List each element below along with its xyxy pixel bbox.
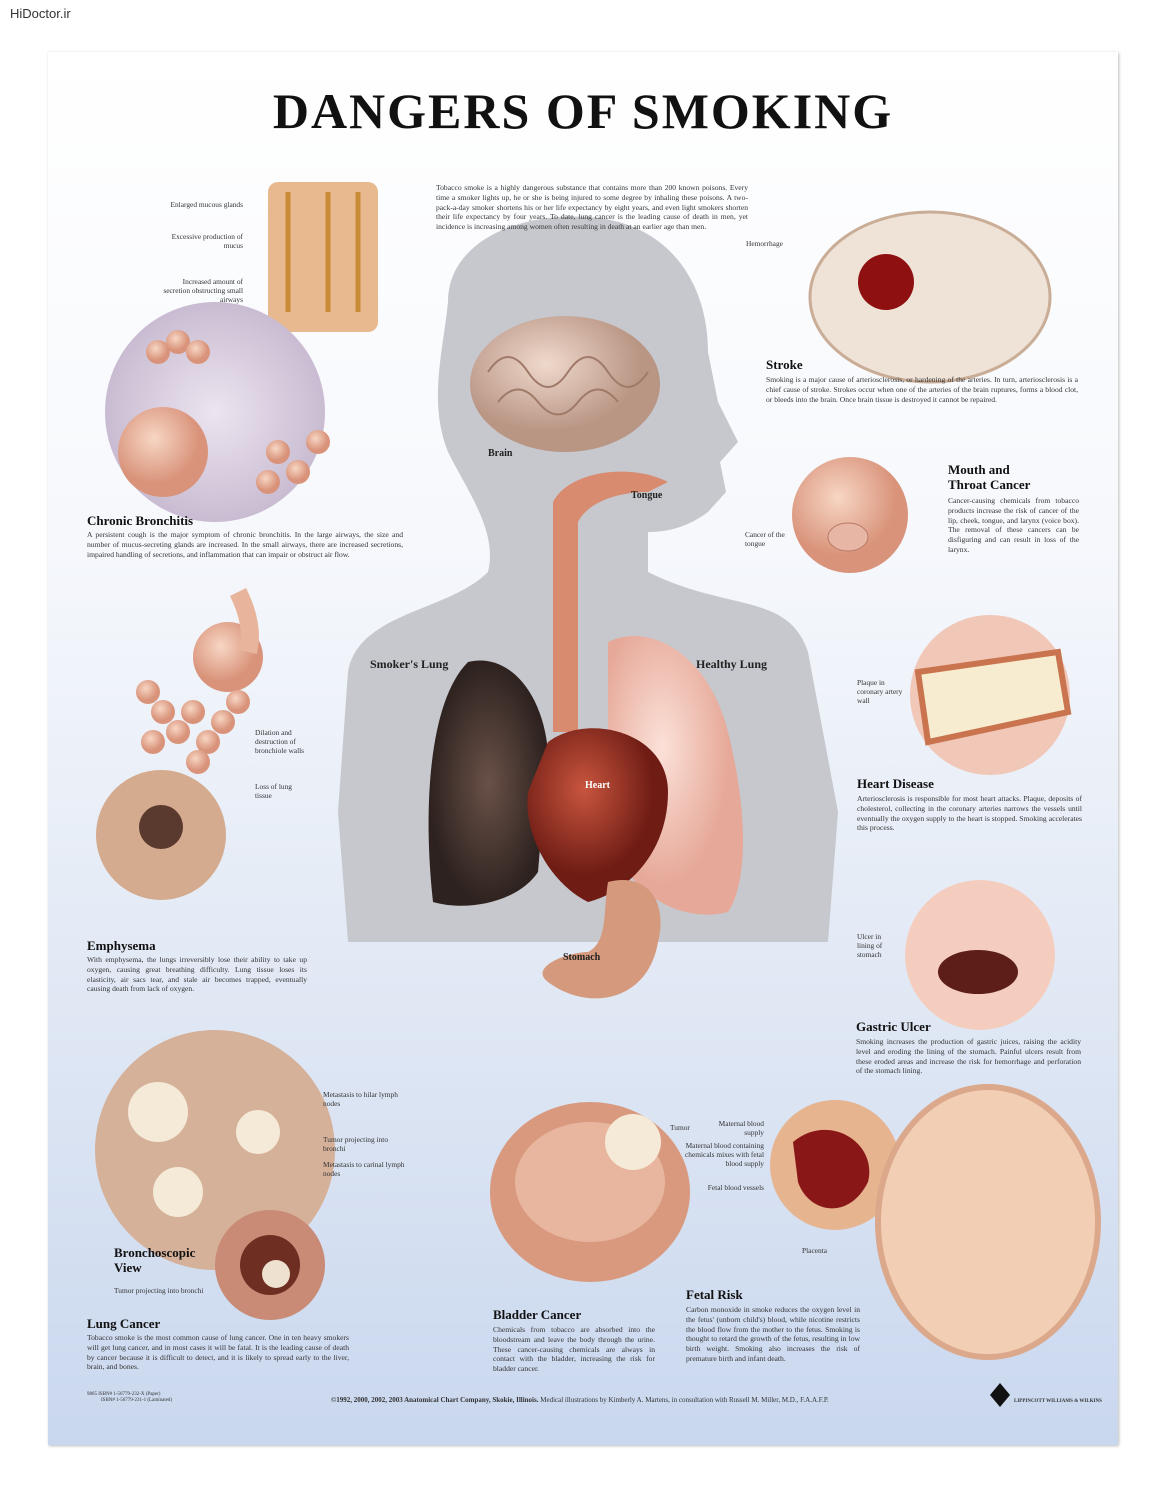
isbn-info: 9865 ISBN# 1-56779-232-X (Paper)ISBN# 1-… [87, 1392, 172, 1404]
label-loss-tissue: Loss of lung tissue [255, 782, 292, 800]
heading-mouth-line1: Mouth and [948, 462, 1010, 477]
label-dilation: Dilation and destruction of bronchiole w… [255, 728, 305, 755]
label-plaque: Plaque in coronary artery wall [857, 678, 903, 705]
heading-lung-cancer: Lung Cancer [87, 1316, 161, 1331]
label-smokers-lung: Smoker's Lung [370, 657, 449, 671]
heart-illustration [527, 728, 668, 902]
label-tongue-cancer: Cancer of the tongue [745, 530, 785, 548]
text-chronic-bronchitis: A persistent cough is the major symptom … [87, 530, 403, 559]
airway-section-illustration [268, 182, 378, 332]
label-excess-mucus: Excessive production of mucus [171, 232, 243, 250]
poster: DANGERS OF SMOKING Tobacco smoke is a hi… [48, 52, 1118, 1445]
text-fetal-risk: Carbon monoxide in smoke reduces the oxy… [686, 1305, 860, 1363]
text-heart-disease: Arteriosclerosis is responsible for most… [857, 794, 1082, 833]
text-emphysema: With emphysema, the lungs irreversibly l… [87, 955, 307, 994]
publisher-name: LIPPINCOTT WILLIAMS & WILKINS [1014, 1399, 1102, 1404]
stomach-illustration [542, 880, 661, 999]
publisher-logo-icon [990, 1383, 1010, 1407]
label-hemorrhage: Hemorrhage [746, 239, 783, 248]
heading-emphysema: Emphysema [87, 938, 156, 953]
illustration-credits: Medical illustrations by Kimberly A. Mar… [540, 1396, 829, 1404]
heading-bronchoscopic-line2: View [114, 1260, 142, 1275]
watermark: HiDoctor.ir [10, 6, 71, 21]
text-bladder-cancer: Chemicals from tobacco are absorbed into… [493, 1325, 655, 1374]
mouth-cancer-circle [792, 457, 908, 573]
fetus-illustration [875, 1084, 1101, 1360]
footer-credits: ©1992, 2000, 2002, 2003 Anatomical Chart… [331, 1396, 829, 1405]
label-hilar: Metastasis to hilar lymph nodes [323, 1090, 398, 1108]
copyright: ©1992, 2000, 2002, 2003 Anatomical Chart… [331, 1396, 539, 1404]
label-placenta: Placenta [802, 1246, 828, 1255]
label-brain: Brain [488, 448, 513, 459]
brain-illustration [470, 316, 660, 452]
label-tumor: Tumor [670, 1123, 690, 1132]
heading-mouth-line2: Throat Cancer [948, 477, 1031, 492]
heading-bronchoscopic-line1: Bronchoscopic [114, 1245, 196, 1260]
text-lung-cancer: Tobacco smoke is the most common cause o… [87, 1333, 349, 1372]
heading-stroke: Stroke [766, 357, 803, 372]
illustrations [95, 182, 1101, 1407]
stroke-brain-illustration [808, 210, 1052, 384]
text-gastric-ulcer: Smoking increases the production of gast… [856, 1037, 1081, 1076]
smokers-lung-illustration [428, 660, 548, 906]
bronchoscopic-caption: Tumor projecting into bronchi [114, 1286, 204, 1295]
heading-fetal-risk: Fetal Risk [686, 1287, 743, 1302]
heading-chronic-bronchitis: Chronic Bronchitis [87, 513, 194, 528]
label-carinal: Metastasis to carinal lymph nodes [323, 1160, 405, 1178]
label-ulcer: Ulcer in lining of stomach [857, 932, 883, 959]
trachea-illustration [553, 471, 668, 732]
heading-bladder-cancer: Bladder Cancer [493, 1307, 582, 1322]
label-tumor-bronchi: Tumor projecting into bronchi [323, 1135, 389, 1153]
label-heart: Heart [585, 780, 610, 791]
isbn-laminated: ISBN# 1-56779-231-1 (Laminated) [101, 1398, 173, 1403]
intro-text: Tobacco smoke is a highly dangerous subs… [436, 183, 748, 232]
isbn-paper: 9865 ISBN# 1-56779-232-X (Paper) [87, 1392, 161, 1397]
text-stroke: Smoking is a major cause of arterioscler… [766, 375, 1078, 404]
label-stomach: Stomach [563, 952, 601, 963]
heading-gastric-ulcer: Gastric Ulcer [856, 1019, 931, 1034]
label-enlarged-glands: Enlarged mucous glands [170, 200, 243, 209]
label-maternal-blood: Maternal blood containing chemicals mixe… [684, 1141, 764, 1168]
label-secretion: Increased amount of secretion obstructin… [163, 277, 243, 304]
label-tongue: Tongue [631, 490, 663, 501]
page-title: DANGERS OF SMOKING [272, 83, 894, 139]
label-healthy-lung: Healthy Lung [696, 657, 768, 671]
text-mouth: Cancer-causing chemicals from tobacco pr… [948, 496, 1079, 554]
label-maternal-supply: Maternal blood supply [718, 1119, 764, 1137]
label-fetal-vessels: Fetal blood vessels [707, 1183, 764, 1192]
heading-heart-disease: Heart Disease [857, 776, 934, 791]
